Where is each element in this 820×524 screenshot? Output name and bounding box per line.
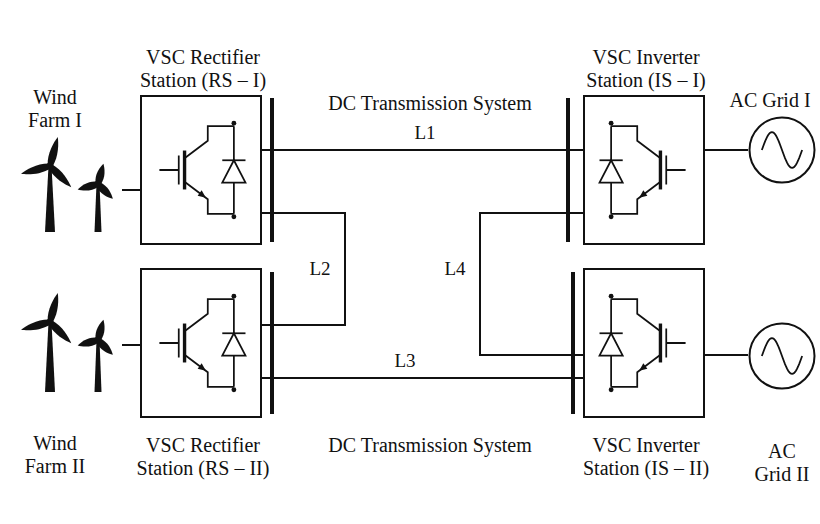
gate-lead (159, 328, 178, 357)
grid-graphic (748, 116, 816, 184)
junction-dot (231, 387, 236, 392)
line-name: L4 (442, 259, 467, 280)
line-name: L3 (392, 351, 417, 372)
emitter-lead (611, 182, 660, 214)
turbine-hub (95, 337, 102, 344)
emitter-arrow (639, 363, 647, 370)
gate-lead (666, 155, 685, 184)
emitter-lead (185, 182, 234, 214)
ac-link (122, 344, 140, 346)
igbt-symbol (159, 121, 245, 219)
collector-lead (185, 299, 234, 331)
station-label: VSC Rectifier Station (RS – I) (123, 46, 283, 92)
station-label: AC Grid II (749, 440, 815, 486)
system-caption: DC Transmission System (328, 92, 531, 115)
collector-lead (611, 126, 660, 158)
converter-graphic (585, 97, 703, 243)
dc-busbar (571, 272, 575, 414)
igbt-symbol (600, 121, 686, 219)
junction-dot (609, 214, 614, 219)
turbine-graphic (12, 136, 122, 232)
turbine-blade (47, 163, 74, 190)
igbt-symbol (600, 294, 686, 392)
converter-graphic (142, 97, 260, 243)
station-label: VSC Inverter Station (IS – I) (566, 46, 726, 92)
diode-bar (222, 159, 245, 161)
converter-station: VSC Inverter Station (IS – II) (583, 268, 705, 418)
ac-source-circle (750, 324, 815, 389)
turbine-blade (46, 136, 61, 167)
converter-graphic (142, 270, 260, 416)
turbine-hub (47, 319, 54, 326)
turbine-hub (47, 163, 54, 170)
ac-grid: AC Grid I (748, 116, 816, 184)
converter-graphic (585, 270, 703, 416)
station-label: AC Grid I (725, 89, 815, 112)
diode-triangle (600, 333, 623, 355)
sine-wave (762, 132, 802, 168)
gate-lead (159, 155, 178, 184)
junction-dot (231, 121, 236, 126)
system-caption: DC Transmission System (328, 434, 531, 457)
turbine-blade (47, 319, 74, 346)
turbine-tower (45, 322, 55, 392)
junction-dot (231, 214, 236, 219)
line-name: L2 (307, 259, 332, 280)
collector-lead (611, 299, 660, 331)
turbine-hub (95, 181, 102, 188)
emitter-arrow (198, 190, 206, 197)
emitter-lead (185, 355, 234, 387)
turbine-graphic (12, 292, 122, 392)
wind-farm: Wind Farm I (12, 136, 122, 232)
grid-graphic (748, 322, 816, 390)
gate-lead (666, 328, 685, 357)
turbine-blade (20, 162, 51, 177)
wind-farm: Wind Farm II (12, 292, 122, 392)
converter-station: VSC Rectifier Station (RS – II) (140, 268, 262, 418)
ac-source-circle (750, 118, 815, 183)
dc-line (262, 149, 583, 151)
emitter-lead (611, 355, 660, 387)
junction-dot (231, 294, 236, 299)
diode-triangle (222, 160, 245, 182)
diode-bar (600, 159, 623, 161)
collector-lead (185, 126, 234, 158)
turbine-blade (95, 181, 115, 201)
turbine-tower (45, 166, 55, 232)
converter-station: VSC Inverter Station (IS – I) (583, 95, 705, 245)
dc-busbar (566, 98, 570, 242)
diode-triangle (222, 333, 245, 355)
sine-wave (762, 338, 802, 374)
station-label: VSC Rectifier Station (RS – II) (123, 434, 283, 480)
ac-link (705, 354, 748, 356)
junction-dot (609, 121, 614, 126)
diode-bar (222, 332, 245, 334)
ac-link (122, 189, 140, 191)
emitter-arrow (198, 363, 206, 370)
turbine-blade (20, 318, 51, 333)
station-label: Wind Farm II (15, 432, 95, 478)
junction-dot (609, 294, 614, 299)
dc-line (262, 377, 583, 379)
dc-line (262, 213, 345, 325)
converter-station: VSC Rectifier Station (RS – I) (140, 95, 262, 245)
ac-link (705, 149, 748, 151)
dc-busbar (270, 272, 274, 414)
diode-bar (600, 332, 623, 334)
turbine-blade (46, 292, 61, 323)
diode-triangle (600, 160, 623, 182)
junction-dot (609, 387, 614, 392)
ac-grid: AC Grid II (748, 322, 816, 390)
line-name: L1 (412, 123, 437, 144)
dc-line (480, 213, 583, 355)
igbt-symbol (159, 294, 245, 392)
station-label: VSC Inverter Station (IS – II) (566, 434, 726, 480)
station-label: Wind Farm I (15, 86, 95, 132)
dc-busbar (270, 98, 274, 242)
turbine-blade (95, 337, 115, 357)
emitter-arrow (639, 190, 647, 197)
